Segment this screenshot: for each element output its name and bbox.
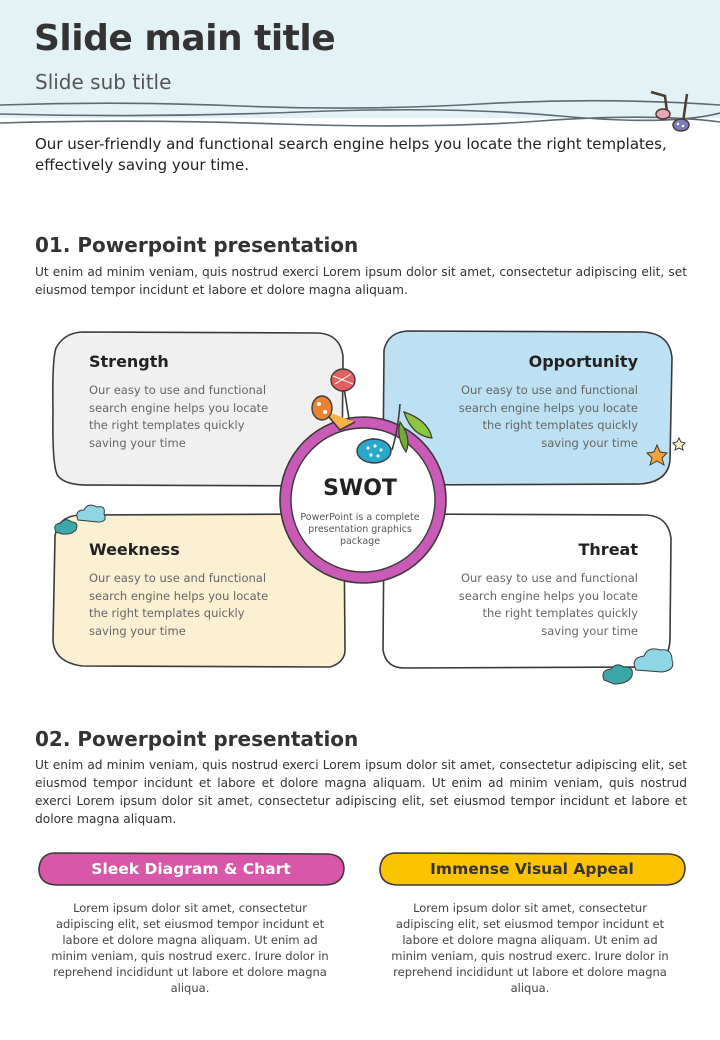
mushroom-decoration: [311, 368, 433, 464]
page-subtitle: Slide sub title: [35, 70, 172, 94]
threat-text: Our easy to use and functional search en…: [458, 571, 638, 638]
feature-pill-visual: Immense Visual Appeal: [377, 851, 687, 887]
strength-box: [52, 331, 344, 487]
weakness-title: Weekness: [89, 540, 180, 559]
hand-drawn-lines: [0, 99, 720, 127]
section2-heading: 02. Powerpoint presentation: [35, 727, 359, 751]
swot-diagram: [52, 330, 686, 685]
cloud-decoration-left: [54, 504, 106, 535]
swot-description: PowerPoint is a complete presentation gr…: [300, 512, 420, 547]
intro-text: Our user-friendly and functional search …: [35, 135, 667, 174]
section1-heading: 01. Powerpoint presentation: [35, 233, 359, 257]
feature-text-diagram: Lorem ipsum dolor sit amet, consectetur …: [51, 901, 329, 995]
feature-pill-diagram: Sleek Diagram & Chart: [36, 851, 346, 887]
section2-body: Ut enim ad minim veniam, quis nostrud ex…: [35, 758, 687, 826]
opportunity-title: Opportunity: [528, 352, 638, 371]
swot-center-circle: [290, 427, 436, 573]
feature-text-visual: Lorem ipsum dolor sit amet, consectetur …: [391, 901, 669, 995]
weakness-text: Our easy to use and functional search en…: [89, 571, 269, 638]
feature-label-diagram: Sleek Diagram & Chart: [91, 860, 291, 878]
header-band: [0, 0, 720, 118]
opportunity-box: [382, 330, 673, 486]
threat-title: Threat: [578, 540, 639, 559]
strength-title: Strength: [89, 352, 169, 371]
strength-text: Our easy to use and functional search en…: [89, 383, 269, 450]
section1-body: Ut enim ad minim veniam, quis nostrud ex…: [35, 265, 687, 297]
feature-label-visual: Immense Visual Appeal: [430, 860, 634, 878]
cloud-decoration-right: [602, 648, 674, 685]
opportunity-text: Our easy to use and functional search en…: [458, 383, 638, 450]
music-note-icon: [650, 90, 690, 132]
small-star-decoration: [672, 436, 686, 451]
page-title: Slide main title: [34, 18, 336, 59]
star-decoration: [645, 443, 669, 467]
swot-title: SWOT: [323, 476, 397, 501]
